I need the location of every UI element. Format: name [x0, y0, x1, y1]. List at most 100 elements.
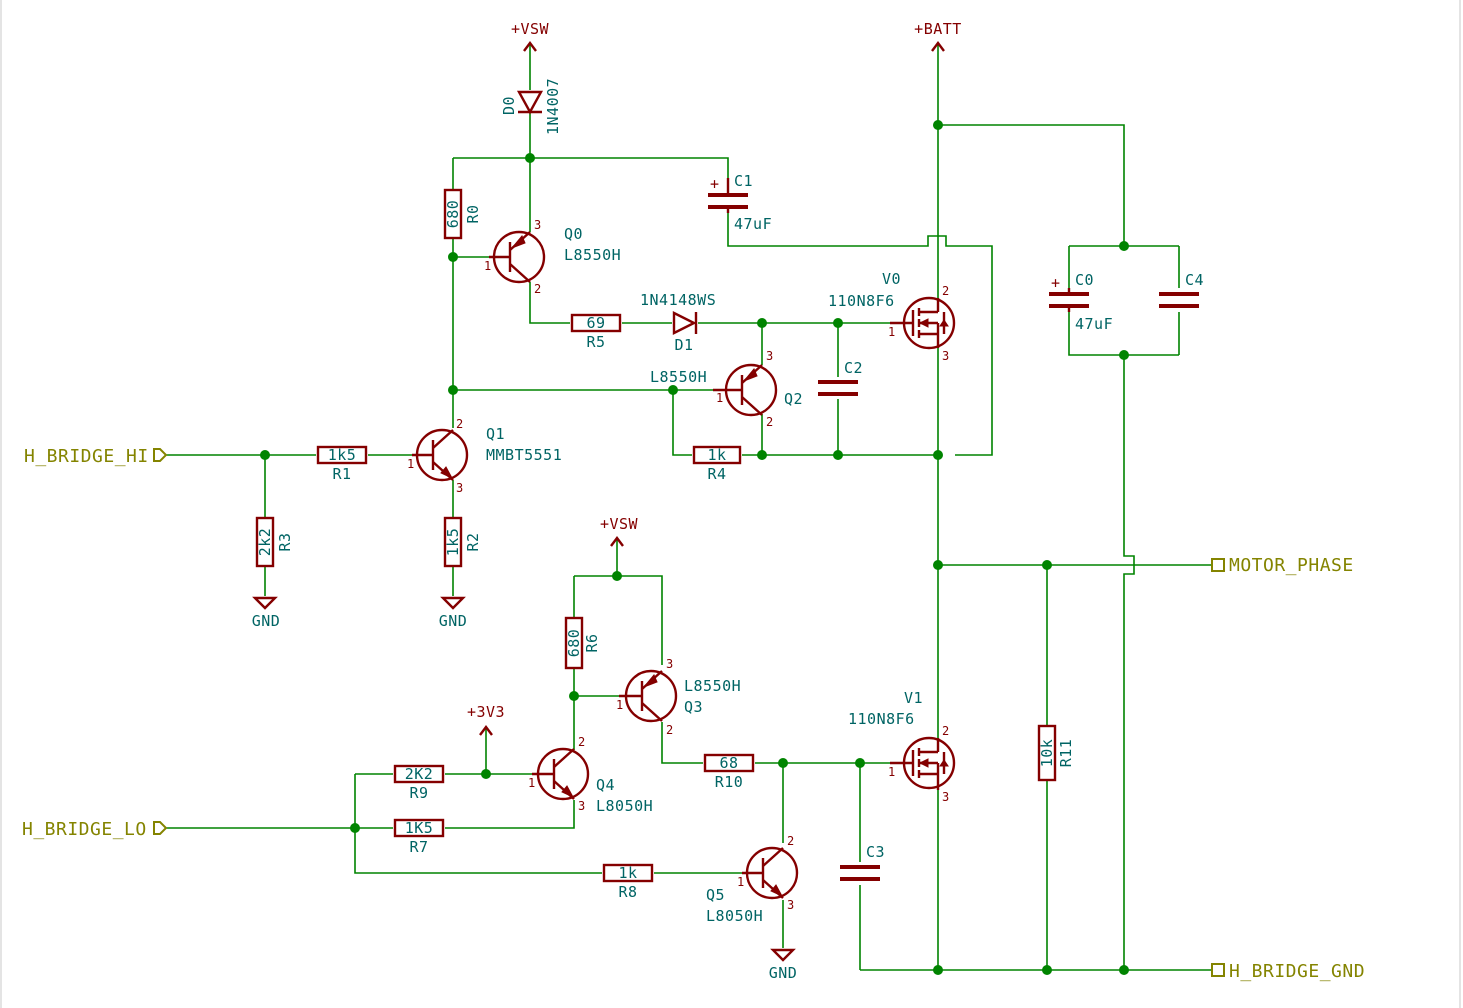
d1-ref: D1 [674, 336, 693, 354]
capacitor-c1[interactable]: + C1 47uF [708, 172, 772, 233]
d0-ref: D0 [500, 96, 518, 115]
resistor-r5[interactable]: 69 R5 [570, 313, 622, 351]
port-motor-phase[interactable]: MOTOR_PHASE [1211, 555, 1354, 576]
r0-ref: R0 [464, 204, 482, 223]
svg-text:3: 3 [942, 349, 949, 363]
mosfet-v0[interactable]: 1 2 3 V0 110N8F6 [828, 270, 956, 363]
power-3v3: +3V3 [467, 703, 505, 736]
r11-ref: R11 [1057, 739, 1075, 768]
c0-ref: C0 [1075, 271, 1094, 289]
port-label-h-bridge-lo: H_BRIDGE_LO [22, 819, 147, 840]
svg-text:2: 2 [666, 723, 673, 737]
q4-value: L8050H [596, 797, 653, 815]
svg-text:2: 2 [534, 282, 541, 296]
q5-ref: Q5 [706, 886, 725, 904]
svg-text:3: 3 [942, 790, 949, 804]
r8-value: 1k [618, 864, 637, 882]
svg-text:2: 2 [766, 415, 773, 429]
gnd-label-1: GND [252, 612, 281, 630]
q0-value: L8550H [564, 246, 621, 264]
resistor-r3[interactable]: 2k2 R3 [255, 516, 294, 568]
r3-value: 2k2 [256, 528, 274, 557]
q1-value: MMBT5551 [486, 446, 562, 464]
resistor-r2[interactable]: 1k5 R2 [443, 516, 482, 568]
port-h-bridge-hi[interactable]: H_BRIDGE_HI [24, 446, 168, 467]
v1-ref: V1 [904, 689, 923, 707]
c4-ref: C4 [1185, 271, 1204, 289]
gnd-symbol-r2: GND [439, 596, 468, 630]
transistor-q0[interactable]: 1 3 2 Q0 L8550H [484, 218, 621, 296]
resistor-r6[interactable]: 680 R6 [564, 616, 601, 670]
transistor-q5[interactable]: 1 2 3 Q5 L8050H [706, 834, 799, 925]
c0-value: 47uF [1075, 315, 1113, 333]
power-vsw-top: +VSW [511, 20, 550, 52]
r11-value: 10k [1038, 739, 1056, 768]
power-batt: +BATT [914, 20, 961, 52]
q3-value: L8550H [684, 677, 741, 695]
power-label-vsw: +VSW [511, 20, 550, 38]
r0-value: 680 [444, 200, 462, 229]
capacitor-c3[interactable]: C3 [840, 843, 885, 881]
r8-ref: R8 [618, 883, 637, 901]
svg-text:3: 3 [456, 481, 463, 495]
junction-dots [260, 120, 1129, 975]
mosfet-v1[interactable]: 1 2 3 V1 110N8F6 [848, 689, 956, 804]
transistor-q3[interactable]: 1 3 2 L8550H Q3 [616, 657, 741, 737]
q1-ref: Q1 [486, 425, 505, 443]
r2-ref: R2 [464, 532, 482, 551]
power-vsw-mid: +VSW [600, 515, 638, 547]
r5-value: 69 [586, 314, 605, 332]
resistor-r4[interactable]: 1k R4 [692, 445, 742, 483]
svg-text:1: 1 [716, 391, 723, 405]
c3-ref: C3 [866, 843, 885, 861]
resistor-r8[interactable]: 1k R8 [602, 863, 654, 901]
capacitor-c0[interactable]: + C0 47uF [1049, 271, 1113, 333]
c1-value: 47uF [734, 215, 772, 233]
resistor-r0[interactable]: 680 R0 [443, 188, 482, 240]
v0-ref: V0 [882, 270, 901, 288]
capacitor-c4[interactable]: C4 [1159, 271, 1204, 308]
q5-value: L8050H [706, 907, 763, 925]
transistor-q2[interactable]: 1 3 2 L8550H Q2 [650, 349, 803, 429]
transistor-q4[interactable]: 1 2 3 Q4 L8050H [528, 735, 653, 815]
d0-value: 1N4007 [544, 78, 562, 135]
r7-ref: R7 [409, 838, 428, 856]
svg-text:2: 2 [942, 724, 949, 738]
svg-text:3: 3 [666, 657, 673, 671]
r2-value: 1k5 [444, 528, 462, 557]
c2-ref: C2 [844, 359, 863, 377]
transistor-q1[interactable]: 1 2 3 Q1 MMBT5551 [407, 417, 562, 495]
port-h-bridge-gnd[interactable]: H_BRIDGE_GND [1211, 961, 1365, 982]
resistor-r10[interactable]: 68 R10 [703, 753, 755, 791]
svg-text:1: 1 [407, 457, 414, 471]
gnd-symbol-r3: GND [252, 596, 281, 630]
r9-ref: R9 [409, 784, 428, 802]
port-label-h-bridge-gnd: H_BRIDGE_GND [1229, 961, 1365, 982]
r1-value: 1k5 [328, 446, 357, 464]
svg-text:1: 1 [888, 325, 895, 339]
v0-value: 110N8F6 [828, 292, 895, 310]
diode-d0[interactable]: D0 1N4007 [500, 78, 562, 135]
resistor-r11[interactable]: 10k R11 [1037, 724, 1075, 782]
gnd-label-2: GND [439, 612, 468, 630]
q2-ref: Q2 [784, 390, 803, 408]
gnd-symbol-q5: GND [769, 948, 797, 982]
svg-text:3: 3 [534, 218, 541, 232]
svg-text:1: 1 [888, 765, 895, 779]
r10-ref: R10 [715, 773, 744, 791]
diode-d1[interactable]: 1N4148WS D1 [640, 291, 716, 354]
r5-ref: R5 [586, 333, 605, 351]
r10-value: 68 [719, 754, 738, 772]
svg-text:3: 3 [578, 799, 585, 813]
svg-text:1: 1 [737, 875, 744, 889]
port-h-bridge-lo[interactable]: H_BRIDGE_LO [22, 819, 168, 840]
resistor-r7[interactable]: 1K5 R7 [393, 818, 445, 856]
r3-ref: R3 [276, 532, 294, 551]
capacitor-c2[interactable]: C2 [818, 359, 863, 396]
resistor-r9[interactable]: 2K2 R9 [393, 764, 445, 802]
d1-value: 1N4148WS [640, 291, 716, 309]
svg-text:3: 3 [787, 898, 794, 912]
resistor-r1[interactable]: 1k5 R1 [316, 445, 368, 483]
r1-ref: R1 [332, 465, 351, 483]
